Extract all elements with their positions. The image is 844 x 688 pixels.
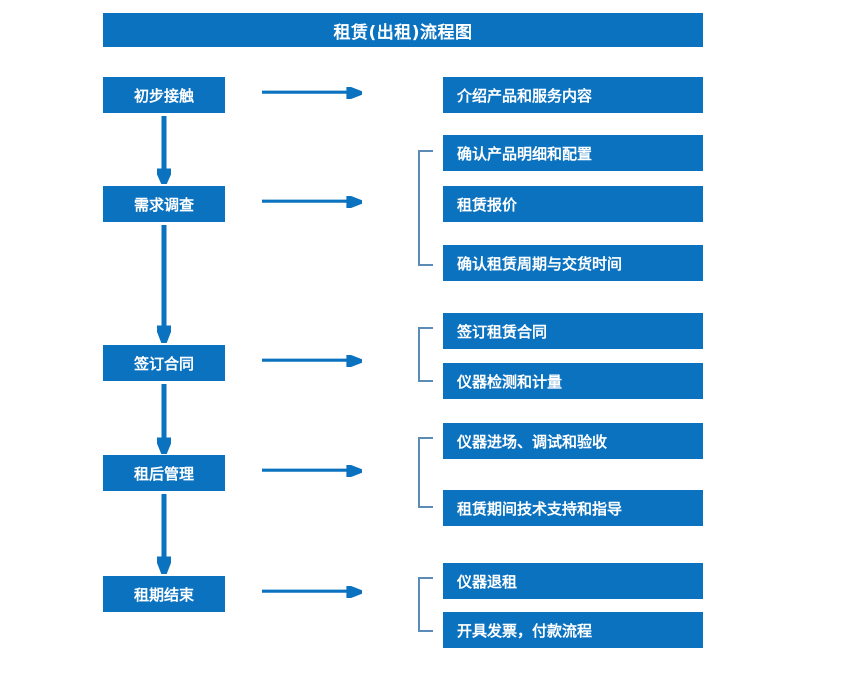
detail-box-confirm-period[interactable]: 确认租赁周期与交货时间 <box>443 245 703 281</box>
arrow-stage-2-to-group <box>262 196 362 208</box>
bracket-post-rental-group <box>418 437 433 508</box>
stage-box-rental-end[interactable]: 租期结束 <box>103 576 225 612</box>
bracket-contract-group <box>418 327 433 382</box>
bracket-needs-survey-group <box>418 150 433 266</box>
detail-box-instrument-onsite[interactable]: 仪器进场、调试和验收 <box>443 423 703 459</box>
detail-box-confirm-spec[interactable]: 确认产品明细和配置 <box>443 135 703 171</box>
detail-box-rental-quote[interactable]: 租赁报价 <box>443 186 703 222</box>
stage-box-needs-survey[interactable]: 需求调查 <box>103 186 225 222</box>
arrow-stage-4-to-5 <box>157 494 171 574</box>
detail-box-introduce-products[interactable]: 介绍产品和服务内容 <box>443 77 703 113</box>
bracket-rental-end-group <box>418 577 433 632</box>
detail-box-invoice-payment[interactable]: 开具发票，付款流程 <box>443 612 703 648</box>
page-title: 租赁(出租)流程图 <box>103 13 703 47</box>
arrow-stage-1-to-detail <box>262 87 362 99</box>
stage-box-initial-contact[interactable]: 初步接触 <box>103 77 225 113</box>
arrow-stage-5-to-group <box>262 586 362 598</box>
detail-box-sign-rental-contract[interactable]: 签订租赁合同 <box>443 313 703 349</box>
detail-box-instrument-return[interactable]: 仪器退租 <box>443 563 703 599</box>
detail-box-instrument-test[interactable]: 仪器检测和计量 <box>443 363 703 399</box>
stage-box-post-rental-mgmt[interactable]: 租后管理 <box>103 455 225 491</box>
arrow-stage-4-to-group <box>262 465 362 477</box>
stage-box-sign-contract[interactable]: 签订合同 <box>103 345 225 381</box>
arrow-stage-2-to-3 <box>157 225 171 343</box>
detail-box-tech-support[interactable]: 租赁期间技术支持和指导 <box>443 490 703 526</box>
arrow-stage-1-to-2 <box>157 116 171 184</box>
arrow-stage-3-to-4 <box>157 384 171 454</box>
arrow-stage-3-to-group <box>262 355 362 367</box>
